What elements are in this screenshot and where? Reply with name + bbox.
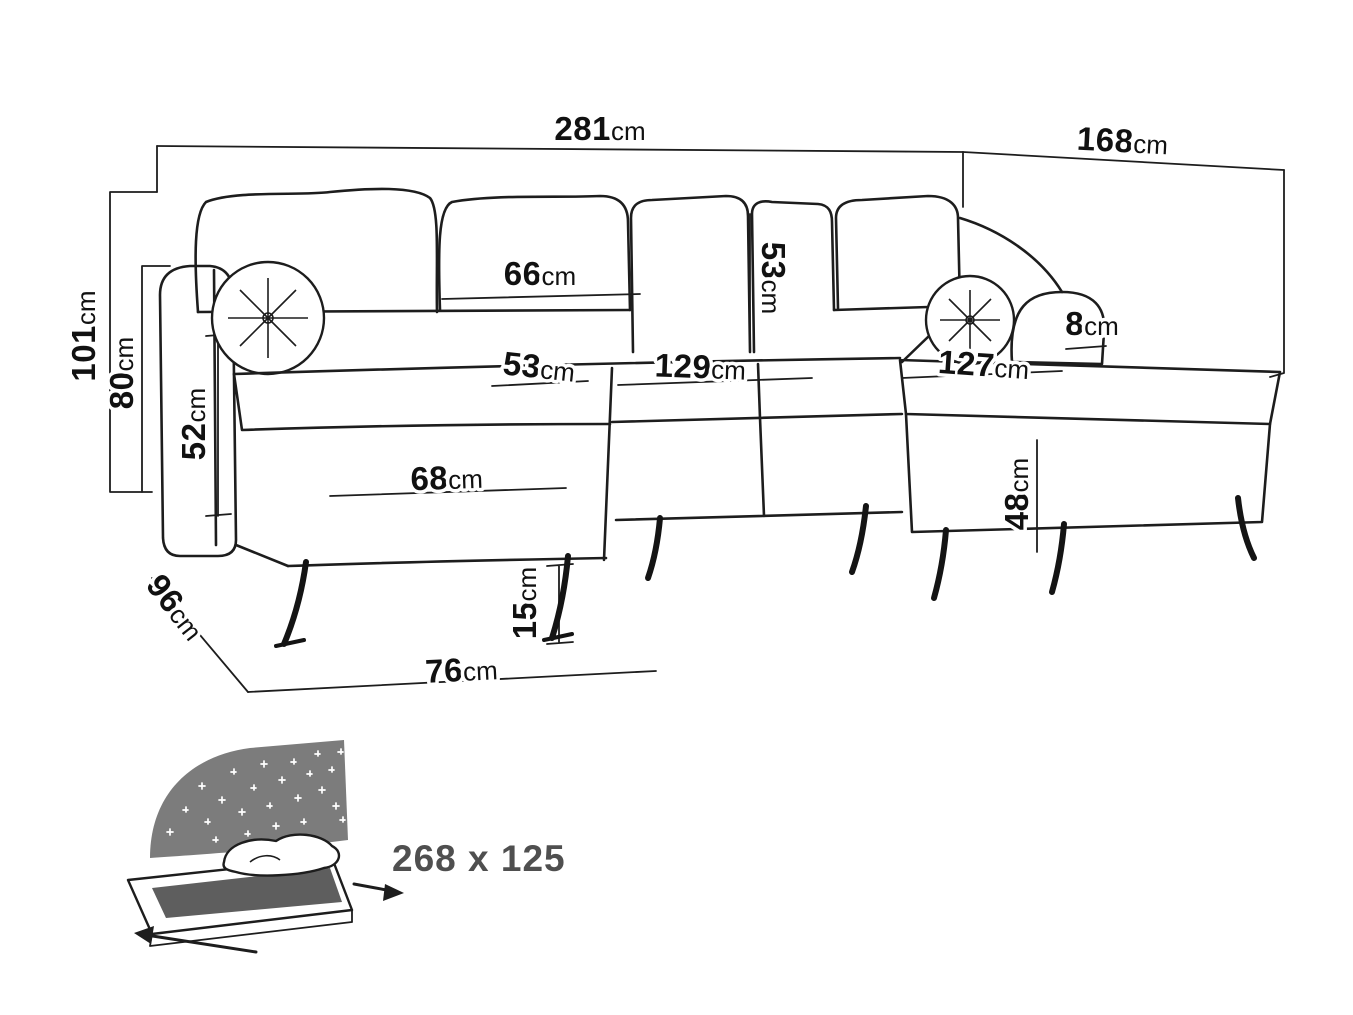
dim-backrest-height-label: 80cm: [103, 337, 140, 409]
dim-right-seat-height-label: 48cm: [998, 458, 1035, 530]
dim-armrest-height-label: 52cm: [175, 388, 212, 460]
dim-armrest-width-label: 8cm: [1065, 305, 1119, 342]
chaise-seat-edge: [232, 372, 612, 432]
seat-back-edge: [232, 356, 902, 376]
back-cushion-mid-c: [750, 200, 836, 354]
night-sky-shape: [150, 740, 348, 858]
right-round-pillow: [924, 274, 1016, 366]
back-cushion-mid-a: [437, 194, 632, 312]
chaise-middle-divider: [602, 366, 614, 562]
right-round-pillow-button: [965, 315, 975, 325]
right-chaise-top: [898, 358, 1282, 426]
dim-right-seat-width-line: [901, 370, 1063, 379]
dim-chaise-length-line: [329, 487, 567, 497]
dim-middle-seat-width-line: [617, 377, 813, 386]
sofa-legs: [274, 495, 1257, 648]
dim-seat-depth-label: 53cm: [501, 344, 577, 388]
dim-top-width-label: 281cm: [554, 110, 645, 147]
unfold-arrow-right-head: [383, 884, 404, 901]
dim-armrest-width-line: [1065, 345, 1107, 350]
leg-right-end: [1235, 495, 1257, 561]
leg-middle-left: [645, 515, 663, 581]
leg-middle-right: [849, 503, 869, 575]
dim-chaise-front-width-label: 76cm: [424, 649, 498, 690]
dim-leg-height-label: 15cm: [506, 567, 543, 639]
leg-right-inner: [931, 527, 949, 601]
chaise-left-bottom-edge: [234, 543, 290, 568]
middle-seat-front-edge: [610, 412, 904, 424]
dim-middle-seat-width-label: 129cm: [654, 346, 746, 386]
dim-back-cushion-width-label: 66cm: [504, 255, 576, 292]
leg-front-mid-foot: [542, 632, 574, 642]
dim-overall-height-line: [109, 191, 158, 493]
pillow: [222, 833, 341, 877]
back-cushion-mid-b: [629, 194, 752, 354]
sofa-drawing: [158, 187, 1282, 568]
mattress-top: [152, 868, 342, 918]
dim-backrest-height-line: [141, 265, 171, 493]
pillow-fold-line: [249, 854, 281, 863]
left-round-pillow: [210, 260, 326, 376]
dim-top-width-line: [156, 145, 964, 153]
leg-front-mid: [549, 553, 571, 641]
middle-seat-bottom-edge: [614, 510, 904, 522]
dim-overall-height-label: 101cm: [65, 290, 102, 381]
right-chaise-front: [904, 412, 1272, 534]
left-round-pillow-tufts: [228, 278, 308, 358]
leg-front-left: [281, 559, 309, 647]
sleeper-bed-icon: [126, 740, 404, 954]
leg-front-left-foot: [274, 638, 306, 648]
right-round-pillow-tufts: [940, 290, 1000, 350]
middle-seat-divider: [756, 362, 766, 518]
dim-right-drop-line: [1269, 169, 1285, 378]
dim-right-depth-label: 168cm: [1076, 120, 1169, 162]
dim-chaise-length-label: 68cm: [410, 458, 484, 498]
back-cushion-right: [834, 194, 962, 310]
sleeping-area-label: 268 x 125: [392, 838, 566, 879]
leg-right-mid: [1049, 521, 1067, 595]
unfold-arrow-left: [144, 933, 258, 954]
dim-right-seat-width-label: 127cm: [937, 343, 1031, 386]
dim-side-depth-line: [151, 577, 249, 693]
dim-back-cushion-height-label: 53cm: [755, 242, 792, 314]
dim-seat-depth-line: [491, 380, 589, 387]
dim-right-depth-line: [962, 151, 1285, 171]
unfold-arrow-left-head: [134, 926, 154, 944]
dim-back-cushion-width-line: [441, 293, 641, 300]
dimension-labels: 281cm 168cm 101cm 80cm 52cm 96cm 76cm 15…: [62, 107, 1173, 694]
dim-side-depth-label: 96cm: [139, 567, 213, 647]
dim-chaise-front-width-line: [247, 670, 657, 693]
stars: [166, 748, 346, 843]
left-round-pillow-button: [262, 312, 274, 324]
back-cushion-left: [194, 187, 439, 314]
